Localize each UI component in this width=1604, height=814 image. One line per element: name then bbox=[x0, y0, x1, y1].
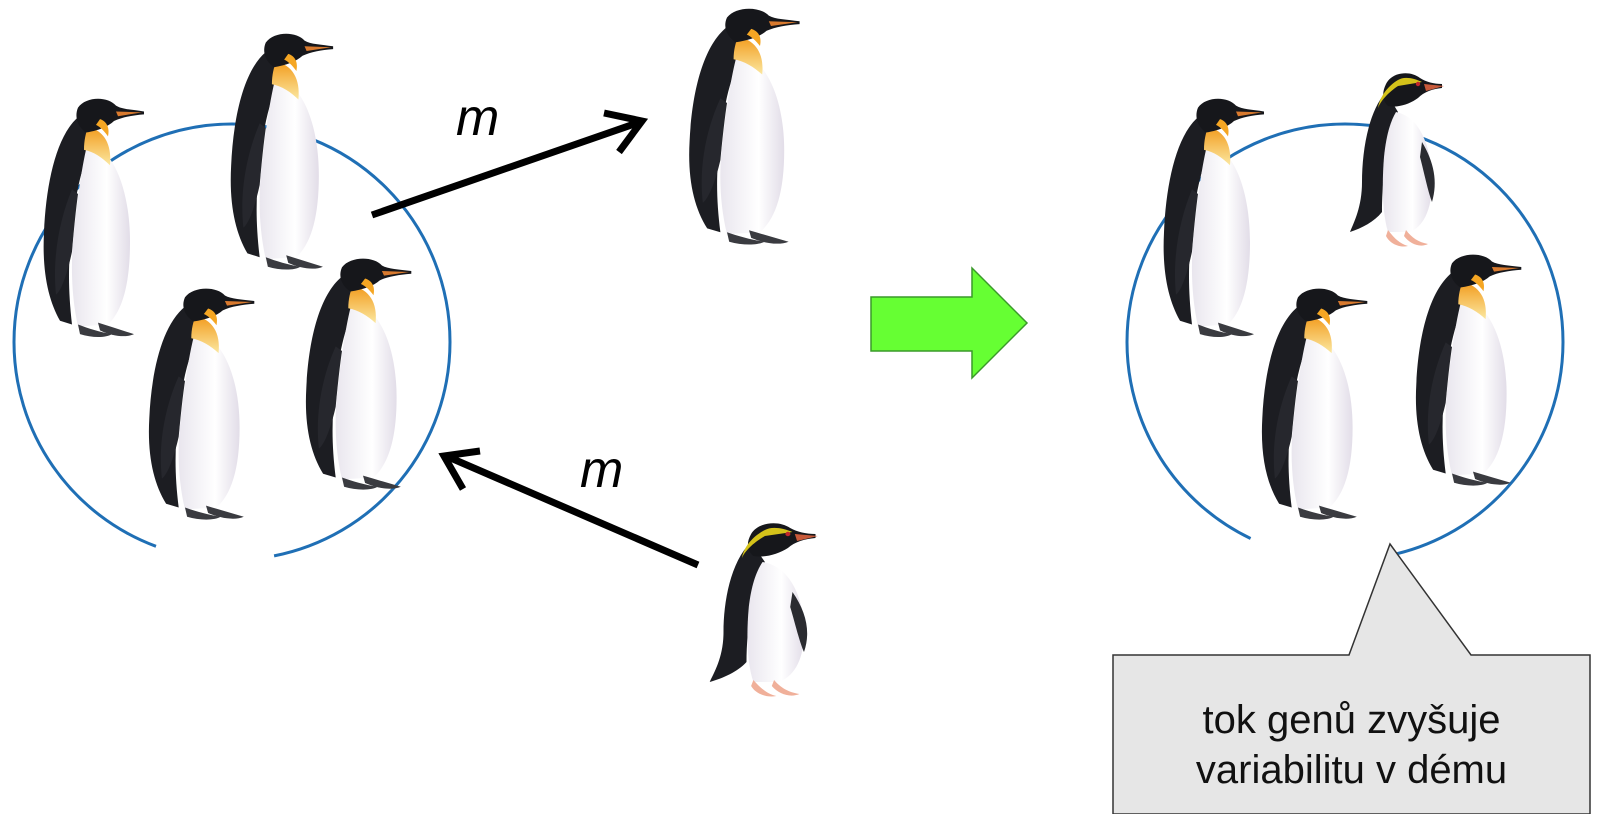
migration-out-arrow bbox=[370, 109, 649, 219]
emperor-penguin-icon bbox=[689, 8, 800, 245]
rockhopper-penguin-icon bbox=[1350, 73, 1444, 247]
migration-in-arrow bbox=[438, 447, 700, 569]
migration-in-label: m bbox=[580, 441, 624, 499]
callout-line-2: variabilitu v dému bbox=[1195, 748, 1508, 792]
callout-text: tok genů zvyšuje variabilitu v dému bbox=[1113, 676, 1590, 814]
emperor-penguin-icon bbox=[148, 288, 255, 520]
emperor-penguin-icon bbox=[43, 98, 144, 338]
right-deme-circle bbox=[1125, 122, 1565, 562]
left-deme-circle bbox=[12, 122, 452, 562]
callout-box bbox=[1112, 542, 1591, 814]
emperor-penguin-icon bbox=[230, 33, 334, 270]
emperor-penguin-icon bbox=[1415, 254, 1522, 486]
emperor-penguin-icon bbox=[1261, 288, 1368, 520]
left-deme bbox=[12, 33, 452, 562]
emperor-penguin-icon bbox=[305, 258, 412, 490]
callout-line-1: tok genů zvyšuje bbox=[1202, 698, 1501, 742]
rockhopper-penguin-icon bbox=[709, 523, 818, 697]
emperor-penguin-icon bbox=[1163, 98, 1264, 338]
right-arrow-icon bbox=[870, 266, 1029, 380]
migration-out-label: m bbox=[456, 89, 500, 147]
right-deme bbox=[1125, 73, 1565, 562]
